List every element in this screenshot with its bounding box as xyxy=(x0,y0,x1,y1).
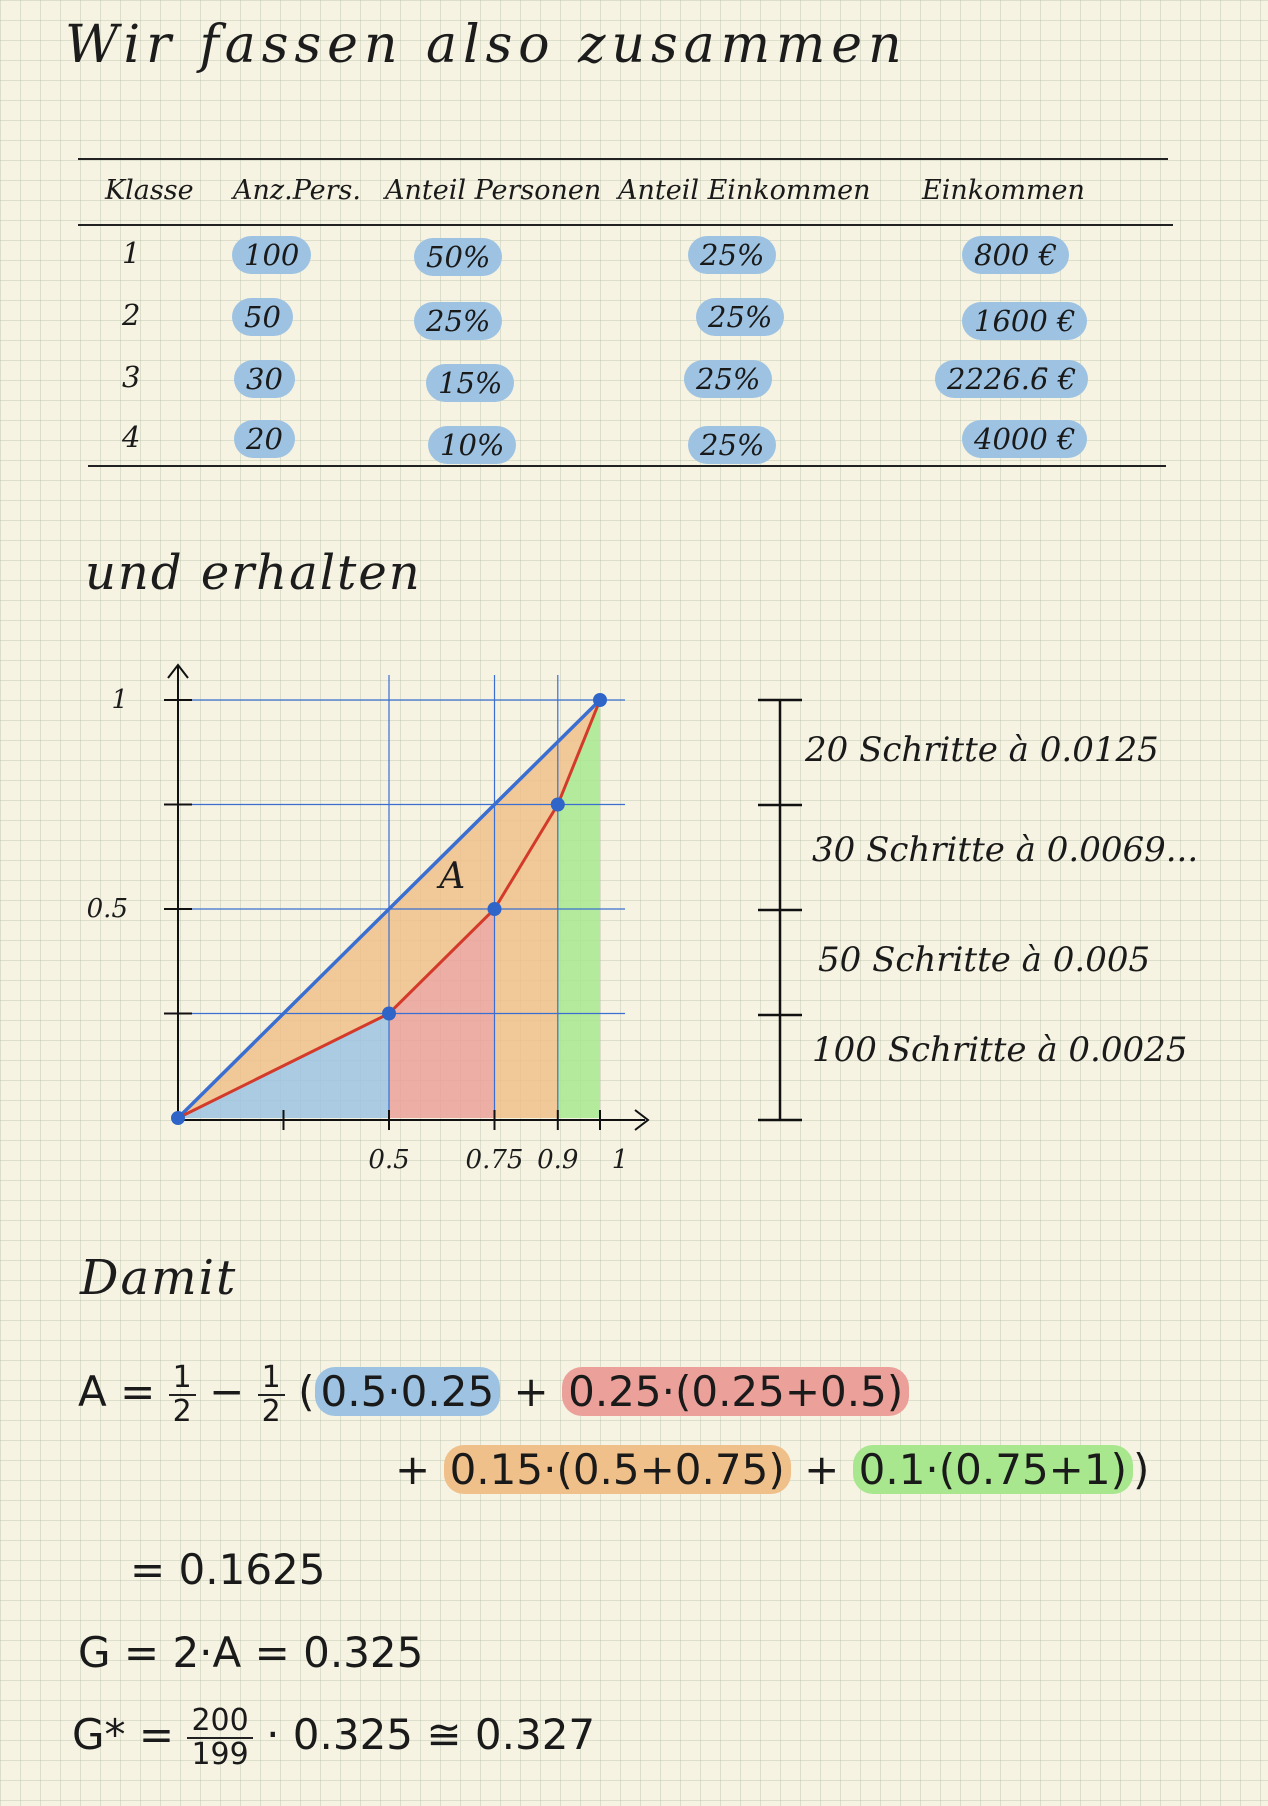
lorenz-point xyxy=(550,797,565,812)
header-anz-pers: Anz.Pers. xyxy=(233,175,361,206)
table-header-rule xyxy=(78,224,1173,226)
lorenz-point xyxy=(487,902,502,916)
area-a-label: A xyxy=(436,856,465,897)
equation-a-line-2: + 0.15·(0.5+0.75) + 0.1·(0.75+1)) xyxy=(395,1445,1149,1494)
fraction-num: 1 xyxy=(257,1362,285,1396)
steps-row-1: 20 Schritte à 0.0125 xyxy=(805,730,1159,770)
y-tick-label: 1 xyxy=(111,685,128,715)
y-axis-arrow xyxy=(167,663,189,679)
fraction-den: 2 xyxy=(261,1393,281,1429)
steps-row-2: 30 Schritte à 0.0069... xyxy=(812,830,1199,870)
fraction-den: 2 xyxy=(172,1393,192,1429)
table-row-2-eink: 1600 € xyxy=(962,302,1088,340)
term-green: 0.1·(0.75+1) xyxy=(852,1445,1133,1494)
table-row-4-eink: 4000 € xyxy=(962,420,1088,458)
table-row-4-anteil-pers: 10% xyxy=(428,426,517,464)
table-row-1-anteil-pers: 50% xyxy=(414,238,503,276)
lorenz-point xyxy=(593,693,607,707)
table-row-3-anz: 30 xyxy=(234,360,295,398)
eq-open-paren: ( xyxy=(298,1367,315,1416)
x-tick-label: 1 xyxy=(612,1145,629,1175)
table-row-3-anteil-pers: 15% xyxy=(426,364,515,402)
x-tick-label: 0.75 xyxy=(466,1145,524,1175)
eq-close-paren: ) xyxy=(1132,1445,1150,1494)
lorenz-point xyxy=(382,1006,396,1021)
table-row-1-anteil-eink: 25% xyxy=(688,236,777,274)
term-red: 0.25·(0.25+0.5) xyxy=(562,1367,910,1416)
steps-row-3: 50 Schritte à 0.005 xyxy=(818,940,1151,980)
equation-result: = 0.1625 xyxy=(130,1545,326,1594)
eq-a-lhs: A = xyxy=(78,1367,156,1416)
lorenz-point xyxy=(171,1111,185,1125)
table-row-1-anz: 100 xyxy=(232,236,312,274)
header-klasse: Klasse xyxy=(105,175,194,206)
eq-plus-2: + xyxy=(395,1445,431,1494)
table-row-2-anteil-pers: 25% xyxy=(414,302,503,340)
table-row-3-eink: 2226.6̄ € xyxy=(935,360,1089,398)
fraction-den: 199 xyxy=(191,1736,249,1772)
table-row-3-anteil-eink: 25% xyxy=(684,360,773,398)
y-tick-label: 0.5 xyxy=(87,894,128,924)
steps-row-4: 100 Schritte à 0.0025 xyxy=(812,1030,1188,1070)
table-row-1-eink: 800 € xyxy=(962,236,1070,274)
fraction-num: 200 xyxy=(187,1705,253,1739)
table-row-2-anteil-eink: 25% xyxy=(696,298,785,336)
header-anteil-personen: Anteil Personen xyxy=(385,175,602,206)
term-blue: 0.5·0.25 xyxy=(314,1367,501,1416)
equality-line xyxy=(176,698,602,1120)
fraction-num: 1 xyxy=(168,1362,196,1396)
eq-plus-1: + xyxy=(513,1367,549,1416)
equation-gini: G = 2·A = 0.325 xyxy=(78,1628,424,1677)
table-bottom-rule xyxy=(88,465,1166,467)
table-row-3-klasse: 3 xyxy=(122,360,141,394)
header-einkommen: Einkommen xyxy=(922,175,1085,206)
eq-plus-3: + xyxy=(804,1445,840,1494)
eq-minus: − xyxy=(209,1367,245,1416)
subtitle: und erhalten xyxy=(85,545,422,601)
damit-heading: Damit xyxy=(80,1250,238,1306)
x-tick-label: 0.9 xyxy=(537,1145,578,1175)
x-axis-arrow xyxy=(634,1109,650,1131)
eq-gstar-rhs: · 0.325 ≅ 0.327 xyxy=(266,1710,596,1759)
table-row-2-klasse: 2 xyxy=(122,298,141,332)
eq-gstar-lhs: G* = xyxy=(72,1710,175,1759)
table-top-rule xyxy=(78,158,1168,160)
table-row-4-anz: 20 xyxy=(234,420,295,458)
page-title: Wir fassen also zusammen xyxy=(65,15,908,75)
table-row-4-klasse: 4 xyxy=(122,420,141,454)
table-row-1-klasse: 1 xyxy=(122,236,141,270)
header-anteil-einkommen: Anteil Einkommen xyxy=(618,175,871,206)
term-orange: 0.15·(0.5+0.75) xyxy=(443,1445,791,1494)
table-row-2-anz: 50 xyxy=(232,298,293,336)
x-tick-label: 0.5 xyxy=(368,1145,409,1175)
table-row-4-anteil-eink: 25% xyxy=(688,426,777,464)
